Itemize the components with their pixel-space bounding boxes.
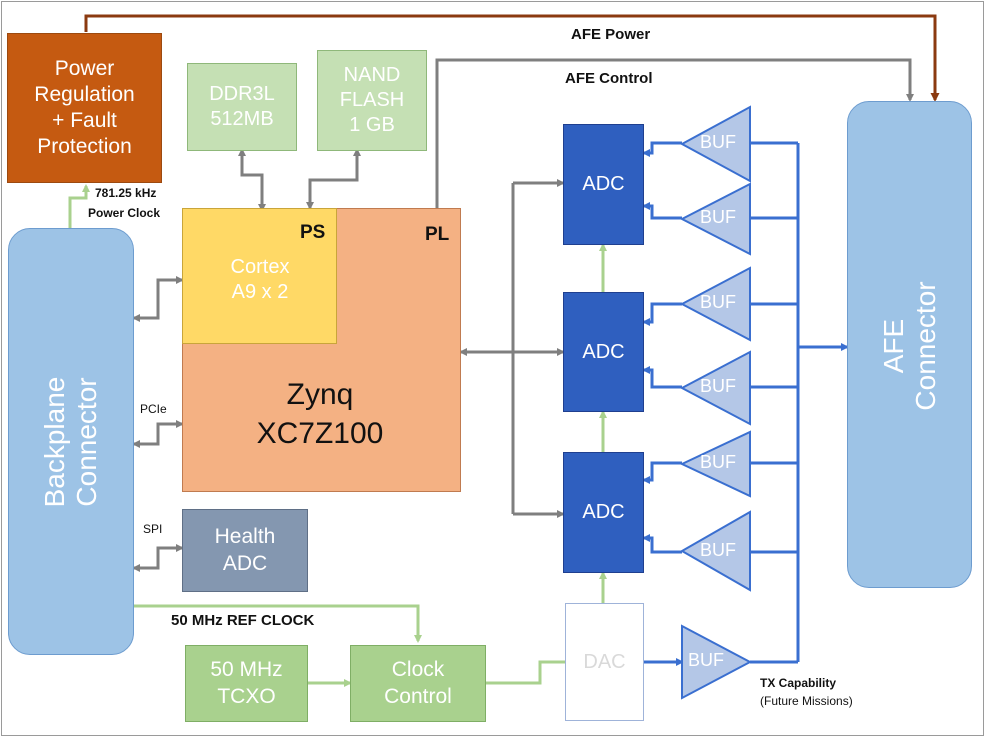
buffer-triangles [679,105,753,700]
buffer-5 [679,430,751,498]
tcxo-block: 50 MHz TCXO [185,645,308,722]
nand-link [306,148,361,210]
tcxo-line-2: TCXO [217,684,276,708]
buffer-1 [679,105,751,183]
power-line-3: + Fault [52,109,117,132]
nand-line-2: FLASH [339,89,405,111]
nand-line-1: NAND [343,64,401,86]
ddr-link [238,148,266,212]
future-missions-label: (Future Missions) [760,694,853,708]
dac-block: DAC [565,603,644,721]
afe-control-label: AFE Control [565,70,653,87]
health-line-1: Health [214,525,276,549]
ddr-line-2: 512MB [210,108,274,130]
pl-label: PL [425,224,450,245]
buffer-4 [679,350,751,426]
zynq-line-1: Zynq [286,378,354,411]
spi-label: SPI [143,522,163,536]
tx-capability-label: TX Capability [760,676,837,690]
buffer-3 [679,266,751,342]
buf-label-2: BUF [700,207,736,227]
zynq-ps-block [182,208,337,344]
health-adc-block: Health ADC [182,509,308,592]
pcie-link [132,420,184,448]
buf-label-5: BUF [700,452,736,472]
adc-1-label: ADC [582,173,625,195]
buffer-6 [679,510,751,592]
ddr-line-1: DDR3L [209,83,275,105]
nand-flash-block: NAND FLASH 1 GB [317,50,427,151]
afe-label: AFE Connector [877,196,943,496]
clock-dac-link [486,660,565,685]
tcxo-line-1: 50 MHz [210,658,283,682]
clock-line-2: Control [384,684,452,708]
buffer-2 [679,182,751,256]
buf-label-4: BUF [700,376,736,396]
ref-clock-line [134,604,422,643]
pcie-label: PCIe [140,402,167,416]
clock-control-block: Clock Control [350,645,486,722]
nand-line-3: 1 GB [349,114,395,136]
cortex-line-2: A9 x 2 [231,281,289,303]
adc-2-label: ADC [582,340,625,363]
buf-label-6: BUF [700,540,736,560]
power-clock-label-2: Power Clock [88,206,161,220]
zynq-line-2: XC7Z100 [256,417,384,450]
spi-link [132,544,184,572]
power-clock-label-1: 781.25 kHz [95,186,157,200]
clock-line-1: Clock [391,658,445,682]
backplane-connector [8,228,134,655]
power-line-1: Power [54,56,115,80]
afe-line-2: Connector [910,281,941,411]
power-regulation-block: Power Regulation + Fault Protection [7,33,162,183]
ref-clock-label: 50 MHz REF CLOCK [171,612,315,629]
power-clock-line [68,184,90,230]
dac-label: DAC [583,650,626,673]
buf-label-tx: BUF [688,650,724,670]
afe-power-label: AFE Power [571,26,651,43]
afe-power-line [84,14,940,102]
cortex-label: Cortex A9 x 2 [200,248,320,312]
zynq-title: Zynq XC7Z100 [220,368,420,460]
backplane-label: Backplane Connector [38,267,104,617]
buffer-tx [681,624,753,700]
backplane-zynq-link [132,276,184,322]
buffer-links [642,141,849,666]
power-line-4: Protection [37,135,132,159]
adc-block-3: ADC [563,452,644,573]
health-line-2: ADC [222,551,268,575]
buf-label-3: BUF [700,292,736,312]
cortex-line-1: Cortex [230,256,290,278]
buf-label-1: BUF [700,132,736,152]
afe-line-1: AFE [877,318,909,374]
backplane-line-2: Connector [71,377,102,507]
backplane-line-1: Backplane [38,376,70,508]
afe-control-line [435,58,914,208]
adc-3-label: ADC [582,501,625,523]
afe-connector [847,101,972,588]
ps-label: PS [300,222,326,243]
power-line-2: Regulation [34,82,135,106]
ddr3l-memory-block: DDR3L 512MB [187,63,297,151]
adc-block-2: ADC [563,292,644,412]
adc-block-1: ADC [563,124,644,245]
